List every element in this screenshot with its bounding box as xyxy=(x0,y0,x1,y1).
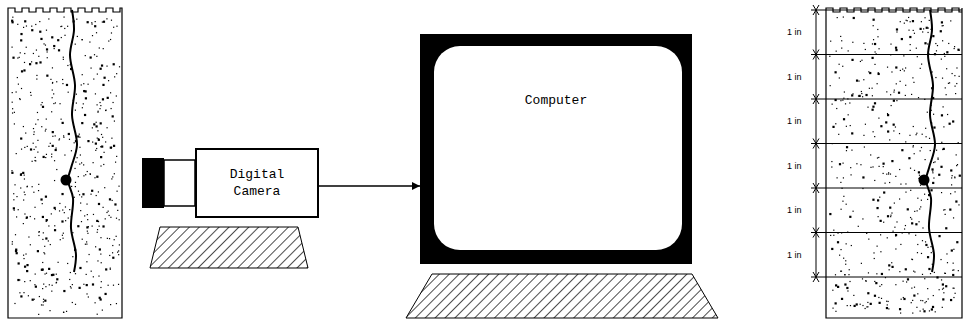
dimension-lines xyxy=(811,5,962,282)
dimension-label: 1 in xyxy=(786,161,803,172)
screen-label: Computer xyxy=(525,92,587,109)
dimension-label: 1 in xyxy=(786,72,803,83)
dimension-label: 1 in xyxy=(786,250,803,261)
computer-monitor: Computer xyxy=(420,34,692,264)
computer-base xyxy=(406,274,718,318)
camera-stand xyxy=(150,227,308,268)
dimension-label: 1 in xyxy=(786,205,803,216)
device-label: Digital Camera xyxy=(217,166,297,200)
camera-body: Digital Camera xyxy=(195,148,319,218)
camera-lens xyxy=(142,158,195,208)
concrete-specimen xyxy=(8,8,122,318)
dimension-label: 1 in xyxy=(786,27,803,38)
signal-arrow xyxy=(319,185,420,187)
monitor-screen xyxy=(434,46,682,250)
dimension-label: 1 in xyxy=(786,116,803,127)
